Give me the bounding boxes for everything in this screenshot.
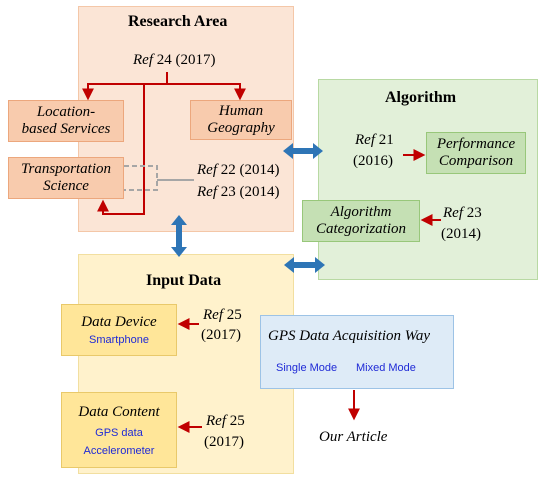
data-device-item: Smartphone bbox=[89, 334, 149, 346]
gps-acquisition-title: GPS Data Acquisition Way bbox=[268, 328, 431, 344]
gps-mode-single: Single Mode bbox=[276, 362, 338, 374]
performance-comparison-line-1: Performance bbox=[436, 136, 516, 152]
performance-comparison-line-2: Comparison bbox=[438, 153, 514, 169]
location-services-line-2: based Services bbox=[21, 121, 111, 137]
algorithm-categorization-line-2: Categorization bbox=[315, 221, 406, 237]
data-device-title: Data Device bbox=[81, 314, 157, 330]
algorithm-title: Algorithm bbox=[385, 89, 457, 106]
algorithm-categorization-box: Algorithm Categorization bbox=[302, 200, 420, 242]
algo-ref21-year: (2016) bbox=[353, 153, 393, 169]
research-algorithm-double-arrow bbox=[283, 143, 323, 159]
research-input-double-arrow bbox=[171, 215, 187, 257]
ref22-ref23-dashed-link bbox=[124, 165, 194, 191]
human-geography-box: Human Geography bbox=[190, 100, 292, 140]
input-data-title: Input Data bbox=[146, 272, 222, 289]
gps-mode-mixed: Mixed Mode bbox=[356, 362, 416, 374]
data-content-box: Data Content GPS data Accelerometer bbox=[61, 392, 177, 468]
algorithm-panel bbox=[318, 79, 538, 280]
data-content-title: Data Content bbox=[78, 403, 160, 420]
gps-acquisition-panel bbox=[260, 315, 454, 389]
input-ref25a-year: (2017) bbox=[201, 327, 241, 343]
human-geography-line-2: Geography bbox=[207, 120, 275, 136]
transportation-science-line-2: Science bbox=[43, 178, 89, 194]
data-content-item-gps: GPS data bbox=[95, 426, 143, 439]
input-algorithm-double-arrow bbox=[284, 257, 325, 273]
data-content-item-accelerometer: Accelerometer bbox=[83, 444, 155, 457]
research-area-title: Research Area bbox=[128, 13, 228, 30]
algorithm-categorization-line-1: Algorithm bbox=[330, 204, 392, 220]
input-ref25b-year: (2017) bbox=[204, 434, 244, 450]
ref24-branch-arrows bbox=[82, 72, 246, 215]
transportation-science-line-1: Transportation bbox=[20, 161, 112, 177]
algo-ref23-label: Ref 23 bbox=[443, 205, 482, 221]
data-device-box: Data Device Smartphone bbox=[61, 304, 177, 356]
input-ref25a-label: Ref 25 bbox=[203, 307, 242, 323]
algo-ref23-year: (2014) bbox=[441, 226, 481, 242]
transportation-science-box: Transportation Science bbox=[8, 157, 124, 199]
location-services-line-1: Location- bbox=[36, 104, 96, 120]
human-geography-line-1: Human bbox=[218, 103, 264, 119]
ref22-label: Ref 22 (2014) bbox=[197, 162, 280, 178]
ref23-label: Ref 23 (2014) bbox=[197, 184, 280, 200]
ref24-label: Ref 24 (2017) bbox=[133, 52, 216, 68]
performance-comparison-box: Performance Comparison bbox=[426, 132, 526, 174]
location-based-services-box: Location- based Services bbox=[8, 100, 124, 142]
our-article-label: Our Article bbox=[319, 429, 388, 445]
algo-ref21-label: Ref 21 bbox=[355, 132, 394, 148]
input-ref25b-label: Ref 25 bbox=[206, 413, 245, 429]
